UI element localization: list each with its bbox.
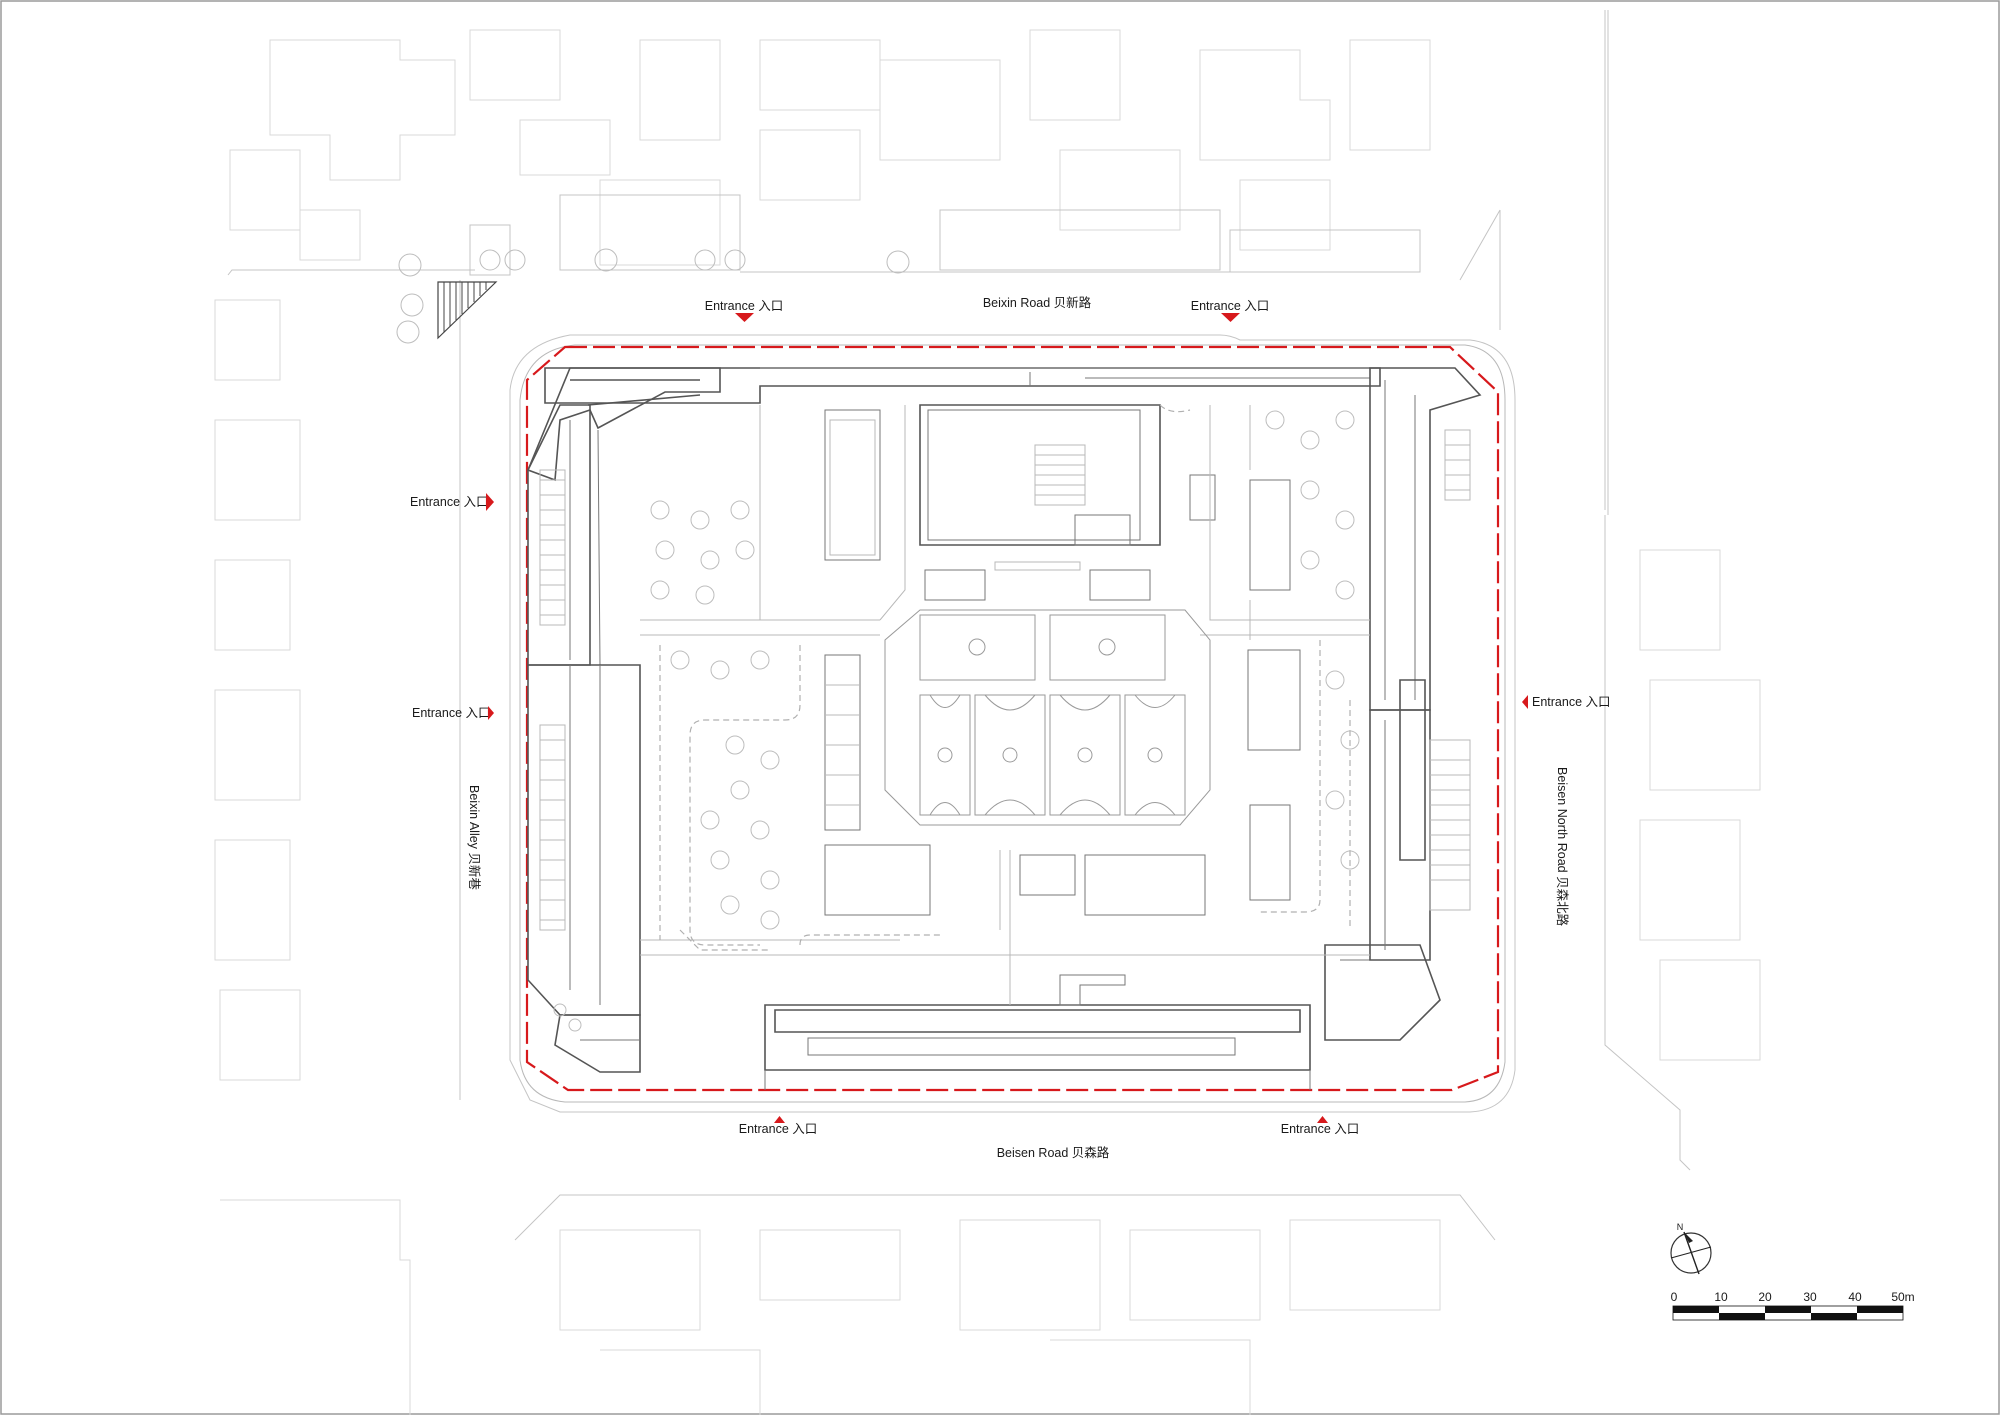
entrance-label: Entrance 入口	[1532, 695, 1611, 709]
scale-tick-label: 40	[1848, 1290, 1862, 1304]
entrance-markers: Entrance 入口 Entrance 入口 Entrance 入口 Entr…	[410, 299, 1611, 1136]
entrance-label: Entrance 入口	[412, 706, 491, 720]
scale-tick-label: 0	[1671, 1290, 1678, 1304]
scale-tick-label: 50m	[1891, 1290, 1914, 1304]
scale-tick-label: 20	[1758, 1290, 1772, 1304]
road-label-west: Beixin Alley 贝新巷	[467, 785, 482, 890]
road-label-east: Beisen North Road 贝森北路	[1555, 767, 1570, 927]
road-label-north: Beixin Road 贝新路	[983, 295, 1092, 310]
hatched-plaza	[437, 281, 498, 340]
entrance-north-1: Entrance 入口	[705, 299, 784, 322]
walkways	[640, 405, 1370, 1005]
fire-lanes	[659, 404, 1351, 951]
entrance-arrow-up-icon	[1317, 1116, 1328, 1123]
scale-tick-label: 30	[1803, 1290, 1817, 1304]
entrance-west-2: Entrance 入口	[412, 706, 494, 720]
entrance-arrow-up-icon	[774, 1116, 785, 1123]
scale-bar: 0 10 20 30 40 50m	[1671, 1290, 1915, 1321]
entrance-east-1: Entrance 入口	[1522, 695, 1611, 709]
entrance-label: Entrance 入口	[1281, 1122, 1360, 1136]
road-labels: Beixin Road 贝新路 Beisen Road 贝森路 Beixin A…	[467, 295, 1570, 1160]
entrance-label: Entrance 入口	[739, 1122, 818, 1136]
scale-segment	[1719, 1313, 1765, 1320]
sports-field	[884, 609, 1211, 826]
scale-segment	[1811, 1313, 1857, 1320]
scale-segment	[1673, 1306, 1719, 1313]
entrance-arrow-left-icon	[1522, 695, 1528, 709]
entrance-arrow-down-icon	[1221, 313, 1240, 322]
north-compass: N	[1670, 1222, 1712, 1275]
entrance-arrow-right-icon	[488, 706, 494, 720]
entrance-north-2: Entrance 入口	[1191, 299, 1270, 322]
site-outline	[509, 334, 1516, 1113]
scale-segment	[1857, 1306, 1903, 1313]
entrance-label: Entrance 入口	[410, 495, 489, 509]
scale-segment	[1765, 1306, 1811, 1313]
entrance-arrow-down-icon	[735, 313, 754, 322]
scale-tick-label: 10	[1714, 1290, 1728, 1304]
planter-strips	[539, 429, 1471, 931]
compass-needle-icon	[1683, 1231, 1700, 1275]
entrance-arrow-right-icon	[486, 493, 494, 511]
entrance-label: Entrance 入口	[705, 299, 784, 313]
context-buildings	[214, 10, 1761, 1415]
school-buildings	[526, 367, 1482, 1090]
entrance-label: Entrance 入口	[1191, 299, 1270, 313]
entrance-south-1: Entrance 入口	[739, 1116, 818, 1136]
compass-ring	[1670, 1232, 1712, 1274]
courtyard-trees	[553, 410, 1360, 1032]
street-trees	[396, 248, 910, 344]
entrance-west-1: Entrance 入口	[410, 493, 494, 511]
site-boundary	[525, 345, 1500, 1092]
compass-label: N	[1677, 1222, 1684, 1232]
road-label-south: Beisen Road 贝森路	[997, 1145, 1110, 1160]
entrance-south-2: Entrance 入口	[1281, 1116, 1360, 1136]
